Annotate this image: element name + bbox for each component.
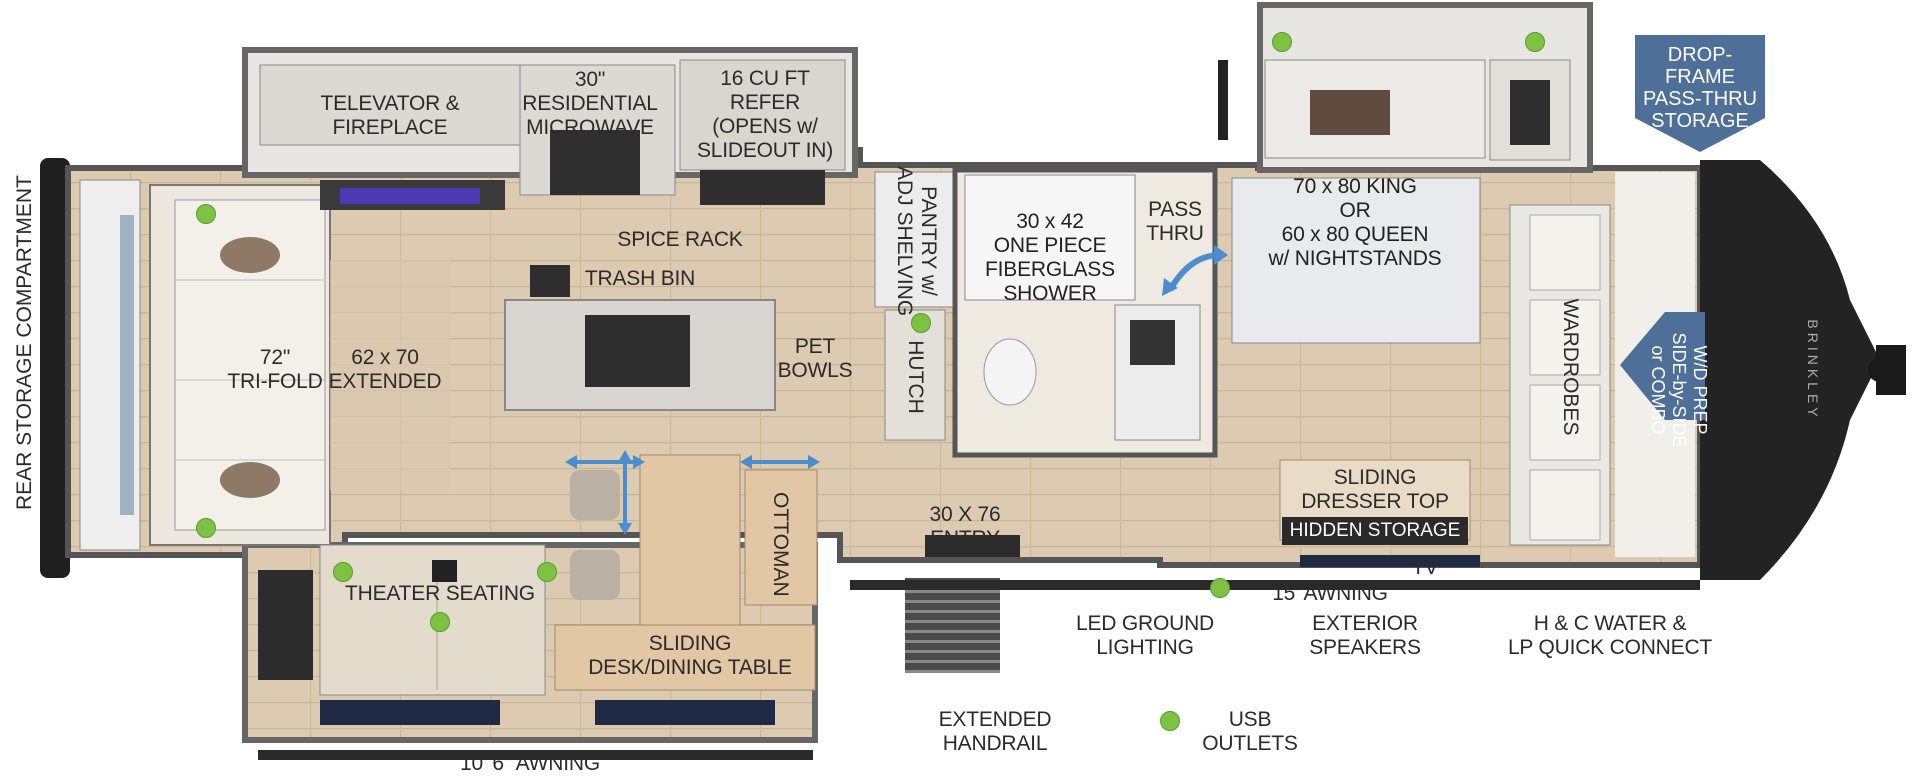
- led-label: LED GROUND LIGHTING: [1075, 612, 1215, 659]
- pet-bowls-label: PET BOWLS: [777, 335, 853, 382]
- usb-outlet-dot: [333, 562, 353, 582]
- handrail-label: EXTENDED HANDRAIL: [938, 708, 1052, 755]
- entry-door: [925, 535, 1020, 557]
- hutch-label: HUTCH: [904, 340, 927, 414]
- refer-label: 16 CU FT REFER (OPENS w/ SLIDEOUT IN): [696, 67, 834, 162]
- bar-table: [639, 454, 741, 626]
- usb-outlet-dot: [537, 562, 557, 582]
- usb-outlet-dot: [1210, 578, 1230, 598]
- usb-outlet-dot: [430, 612, 450, 632]
- dresser-label: SLIDING DRESSER TOP: [1301, 466, 1449, 513]
- trifold-label: 72" TRI-FOLD: [227, 346, 323, 393]
- wd-prep-callout-shape: [1620, 312, 1705, 420]
- drop-frame-callout: DROP-FRAME PASS-THRU STORAGE: [1642, 44, 1758, 132]
- wardrobes-label: WARDROBES: [1559, 298, 1582, 436]
- tv-label: TV: [1411, 556, 1439, 579]
- desk: [554, 624, 816, 691]
- bed-label: 70 x 80 KING OR 60 x 80 QUEEN w/ NIGHTST…: [1268, 175, 1442, 270]
- usb-outlet-dot: [196, 518, 216, 538]
- rear-cap: [40, 158, 70, 578]
- brand-logo: BRINKLEY: [1805, 319, 1821, 421]
- entry-label: 30 X 76 ENTRY: [929, 503, 1001, 550]
- front-cap: [1700, 160, 1880, 580]
- wd-prep-callout: W/D PREP SIDE-by-SIDE or COMBO: [1648, 332, 1710, 448]
- awning-rear-label: 10' 6" AWNING: [460, 752, 600, 775]
- drop-frame-callout-shape: [1635, 35, 1765, 152]
- usb-legend-dot: [1160, 711, 1180, 731]
- trash-bin-label: TRASH BIN: [584, 267, 696, 290]
- usb-outlet-dot: [1525, 32, 1545, 52]
- usb-outlet-dot: [911, 313, 931, 333]
- extended-label: 62 x 70 EXTENDED: [328, 346, 442, 393]
- hidden-storage-label: HIDDEN STORAGE: [1282, 517, 1468, 545]
- pantry-label: PANTRY w/ ADJ SHELVING: [893, 166, 940, 317]
- desk-label: SLIDING DESK/DINING TABLE: [588, 632, 792, 679]
- awning-main-label: 15' AWNING: [1272, 582, 1388, 605]
- usb-outlet-dot: [1272, 32, 1292, 52]
- entry-steps: [905, 578, 1000, 673]
- shower-label: 30 x 42 ONE PIECE FIBERGLASS SHOWER: [985, 210, 1115, 305]
- water-label: H & C WATER & LP QUICK CONNECT: [1507, 612, 1713, 659]
- rear-storage-label: REAR STORAGE COMPARTMENT: [13, 175, 36, 510]
- pass-thru-label: PASS THRU: [1146, 198, 1204, 245]
- speakers-label: EXTERIOR SPEAKERS: [1309, 612, 1421, 659]
- usb-outlet-dot: [196, 204, 216, 224]
- usb-legend-label: USB OUTLETS: [1202, 708, 1298, 755]
- spice-rack-label: SPICE RACK: [617, 228, 743, 251]
- microwave-label: 30" RESIDENTIAL MICROWAVE: [522, 68, 658, 139]
- theater-label: THEATER SEATING: [345, 582, 535, 605]
- ottoman-label: OTTOMAN: [769, 492, 792, 597]
- televator-label: TELEVATOR & FIREPLACE: [320, 92, 460, 139]
